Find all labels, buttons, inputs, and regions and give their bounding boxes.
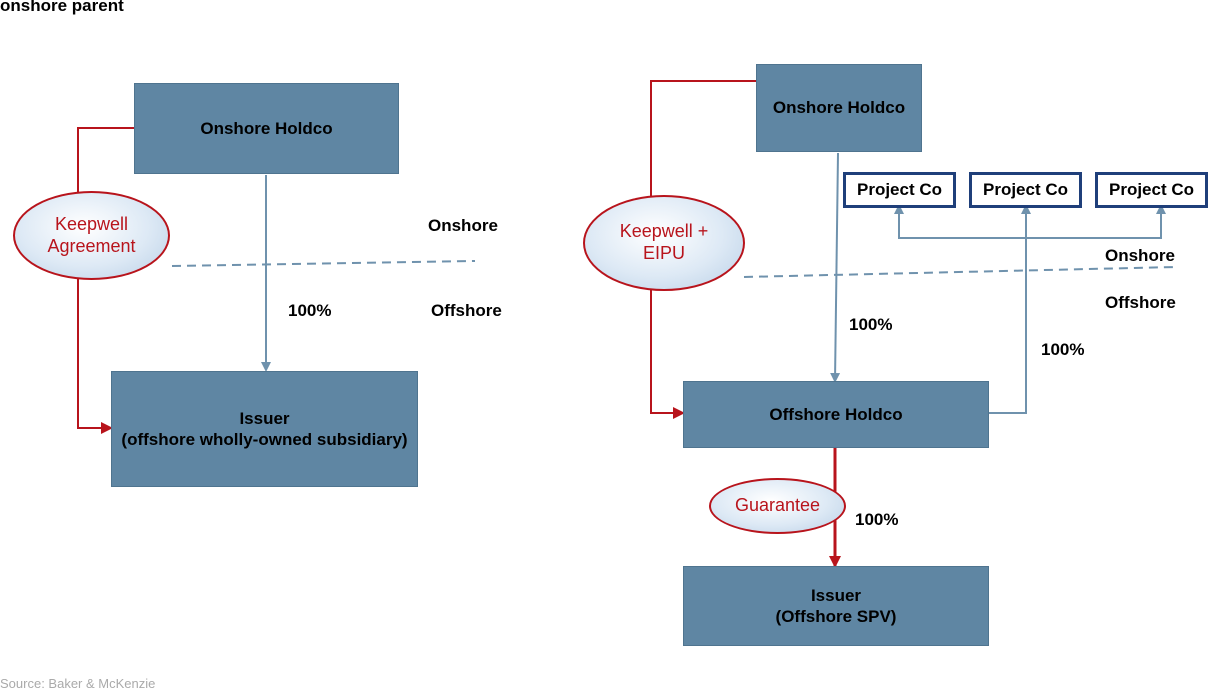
right-onshore-holdco-box: Onshore Holdco xyxy=(756,64,922,152)
right-keepwell-line2: EIPU xyxy=(642,243,685,263)
left-issuer-box: Issuer (offshore wholly-owned subsidiary… xyxy=(111,371,418,487)
guarantee-label: Guarantee xyxy=(734,495,821,516)
project-co-bracket xyxy=(898,207,1162,239)
left-onshore-label: Onshore xyxy=(428,216,498,235)
right-project-ownership-arrow xyxy=(989,204,1031,414)
right-keepwell-line1: Keepwell + xyxy=(619,221,709,242)
right-onshore-holdco-label: Onshore Holdco xyxy=(772,98,906,118)
guarantee-oval: Guarantee xyxy=(709,478,846,534)
diagram-header: onshore parent xyxy=(0,0,124,15)
left-keepwell-oval: Keepwell Agreement xyxy=(13,191,170,280)
project-co-label-2: Project Co xyxy=(982,180,1069,199)
left-keepwell-line2: Agreement xyxy=(47,235,136,256)
left-ownership-label: 100% xyxy=(288,301,332,320)
right-issuer-title: Issuer xyxy=(810,585,862,605)
right-issuer-ownership-label: 100% xyxy=(855,510,899,529)
source-footnote: Source: Baker & McKenzie xyxy=(0,676,156,691)
right-issuer-subtitle: (Offshore SPV) xyxy=(775,607,897,626)
project-co-box-2: Project Co xyxy=(969,172,1082,208)
project-co-box-1: Project Co xyxy=(843,172,956,208)
project-co-box-3: Project Co xyxy=(1095,172,1208,208)
right-project-ownership-label: 100% xyxy=(1041,340,1085,359)
right-onshore-offshore-divider xyxy=(743,266,1177,278)
right-holdco-ownership-label: 100% xyxy=(849,315,893,334)
right-issuer-box: Issuer (Offshore SPV) xyxy=(683,566,989,646)
left-keepwell-line1: Keepwell xyxy=(54,213,129,234)
offshore-holdco-box: Offshore Holdco xyxy=(683,381,989,448)
left-issuer-subtitle: (offshore wholly-owned subsidiary) xyxy=(121,430,408,449)
project-co-label-1: Project Co xyxy=(856,180,943,199)
right-keepwell-oval: Keepwell + EIPU xyxy=(583,195,745,291)
left-issuer-title: Issuer xyxy=(239,408,290,428)
right-onshore-label: Onshore xyxy=(1105,246,1175,265)
project-co-label-3: Project Co xyxy=(1108,180,1195,199)
offshore-holdco-label: Offshore Holdco xyxy=(769,404,903,424)
right-offshore-label: Offshore xyxy=(1105,293,1176,312)
right-holdco-ownership-arrow xyxy=(830,152,841,383)
left-offshore-label: Offshore xyxy=(431,301,502,320)
left-onshore-offshore-divider xyxy=(171,260,476,267)
left-onshore-holdco-label: Onshore Holdco xyxy=(200,118,333,138)
left-onshore-holdco-box: Onshore Holdco xyxy=(134,83,399,174)
